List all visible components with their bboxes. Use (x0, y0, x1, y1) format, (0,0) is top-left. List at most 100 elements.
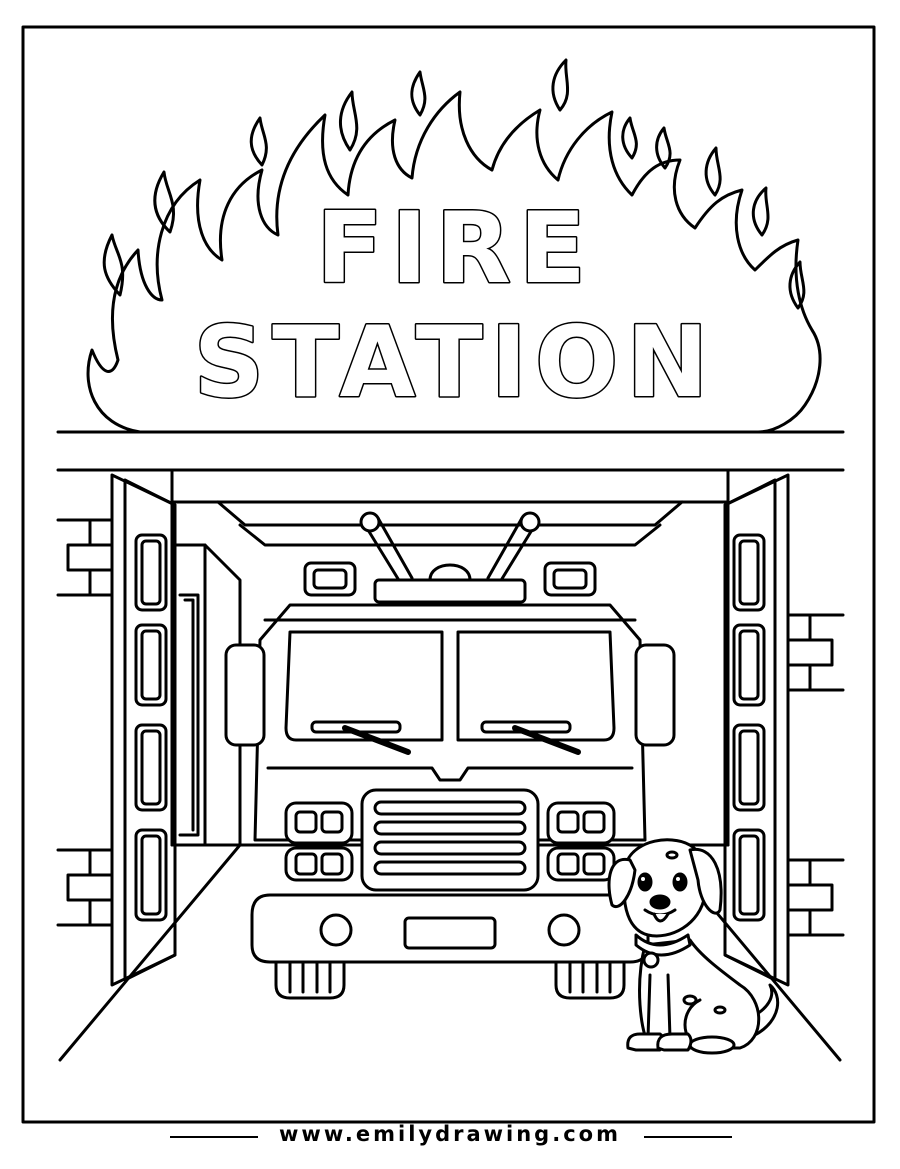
back-light-inner (238, 523, 662, 547)
dog-spot (682, 994, 698, 1006)
mirror-left (224, 643, 266, 747)
grille-bar (373, 860, 527, 876)
wheel-left (274, 953, 346, 1000)
dog-eye-shine (641, 877, 645, 881)
inner-door-left-inner (183, 598, 195, 832)
flame-drop (338, 90, 359, 152)
flame-drop (655, 126, 672, 170)
right-door-window (732, 623, 766, 707)
dog-collar (634, 933, 692, 957)
footer-line-right (644, 1136, 732, 1138)
headlight-lamp (294, 810, 318, 834)
flame-drop (551, 58, 570, 112)
flame-drop (102, 233, 125, 297)
siren-light (428, 563, 472, 582)
right-door-window-inner (738, 629, 760, 701)
footer-line-left (170, 1136, 258, 1138)
inner-door-left-frame (178, 593, 200, 837)
headlight-lamp (556, 810, 580, 834)
dog-front-leg (666, 973, 672, 1040)
headlight-lamp (582, 852, 606, 876)
windshield-right (456, 630, 616, 742)
dog-spot (665, 850, 679, 860)
flame-drop (153, 170, 176, 234)
windshield-left (284, 630, 444, 742)
top-light-right-inner (552, 568, 588, 590)
left-door-window (134, 723, 168, 812)
left-door-window (134, 623, 168, 707)
ladder-knob-right (519, 511, 541, 533)
left-door-window-inner (140, 834, 162, 916)
dog-eye-shine (676, 877, 680, 881)
right-door-window (732, 723, 766, 812)
right-door-window (732, 828, 766, 922)
dalmatian-puppy (607, 838, 780, 1055)
headlight-lamp (582, 810, 606, 834)
dog-tag (642, 951, 660, 969)
dog-eye-right (672, 872, 688, 892)
dog-eye-left (637, 872, 653, 892)
bumper-light-left (319, 913, 353, 947)
dog-tongue (652, 912, 670, 923)
right-door-window-inner (738, 834, 760, 916)
floor-left (58, 843, 242, 1062)
bricks-left-lower (56, 848, 114, 927)
right-door-window (732, 533, 766, 612)
roof-box (373, 578, 527, 604)
flame-drop (410, 70, 427, 117)
bumper-light-right (547, 913, 581, 947)
dog-front-paw (656, 1032, 693, 1052)
license-plate (403, 916, 497, 950)
dog-spot (713, 1005, 727, 1015)
ladder-knob-left (359, 511, 381, 533)
mirror-right (634, 643, 676, 747)
fire-station-building (56, 430, 845, 1062)
ladder-pole-right (486, 516, 537, 584)
left-door-window-inner (140, 629, 162, 701)
right-door-window-inner (738, 539, 760, 606)
title-group: FIRE STATION (192, 191, 717, 422)
page-border (21, 25, 876, 1124)
left-door-inner (123, 478, 177, 982)
grille-bar (373, 800, 527, 816)
fire-truck (224, 511, 676, 1000)
bricks-right-lower (786, 858, 845, 937)
bricks-right-upper (786, 613, 845, 692)
headlight-lamp (556, 852, 580, 876)
flame-drop (788, 260, 806, 310)
grille-bar (373, 840, 527, 856)
website-url: www.emilydrawing.com (279, 1122, 621, 1146)
dog-ear-left (607, 857, 637, 909)
back-light-box (216, 500, 684, 527)
ladder-pole-left (363, 516, 414, 584)
left-door-window-inner (140, 729, 162, 806)
dog-ear-right (688, 847, 723, 915)
dog-front-leg (646, 973, 652, 1040)
wiper-arm-right (512, 725, 581, 755)
left-door-window-inner (140, 539, 162, 606)
right-door-window-inner (738, 729, 760, 806)
dog-back-paw (688, 1035, 736, 1055)
wheel-right (554, 953, 626, 1000)
dog-nose (649, 894, 671, 910)
bricks-left-upper (56, 518, 114, 597)
flame-drop (621, 116, 638, 160)
top-light-left-inner (312, 568, 348, 590)
title-line-2: STATION (194, 306, 717, 420)
flame-drop (249, 116, 268, 167)
right-door-inner (723, 478, 777, 982)
headlight-lamp (320, 852, 344, 876)
flame-drop (704, 146, 722, 197)
left-door-window (134, 533, 168, 612)
headlight-lamp (320, 810, 344, 834)
flames-illustration (86, 58, 822, 434)
grille-bar (373, 820, 527, 836)
big-flame (86, 90, 822, 434)
wiper-arm-left (342, 725, 411, 755)
flame-drop (751, 186, 770, 237)
hood-line (266, 766, 634, 782)
title-line-1: FIRE (316, 192, 594, 306)
headlight-lamp (294, 852, 318, 876)
